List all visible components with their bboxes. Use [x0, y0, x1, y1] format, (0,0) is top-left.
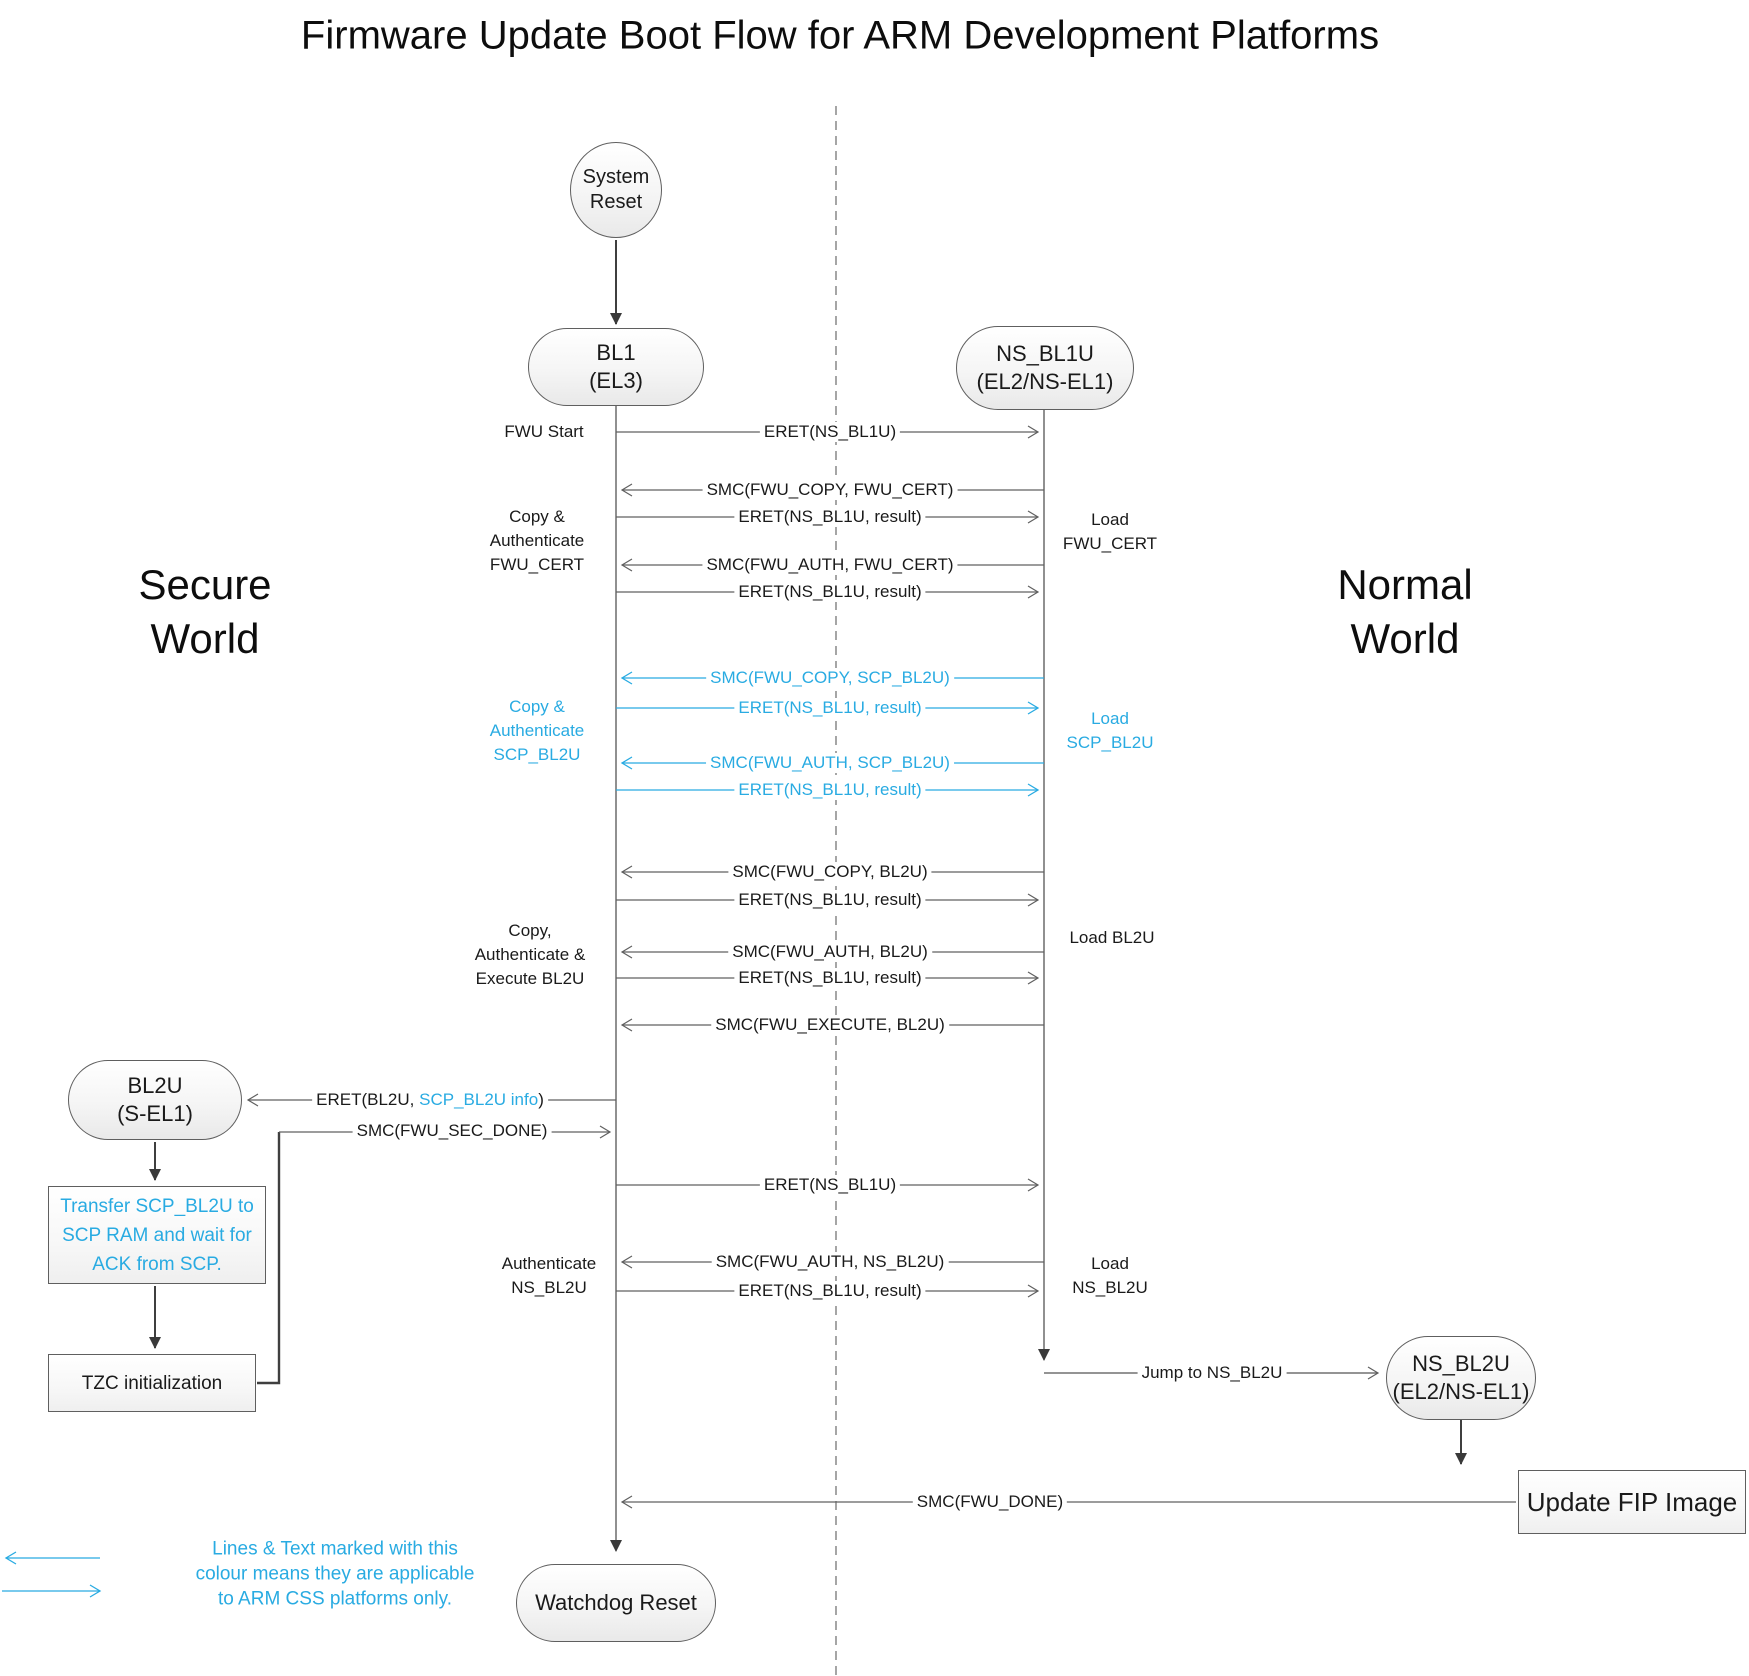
message-eret-result-4: ERET(NS_BL1U, result): [734, 968, 926, 988]
activity-load-scp-bl2u: Load SCP_BL2U: [1066, 709, 1154, 752]
message-eret-result-scp-2: ERET(NS_BL1U, result): [734, 780, 926, 800]
node-bl2u: BL2U (S-EL1): [68, 1060, 242, 1140]
watchdog-reset-label: Watchdog Reset: [535, 1590, 697, 1615]
message-smc-fwu-copy-scp-bl2u: SMC(FWU_COPY, SCP_BL2U): [706, 668, 954, 688]
elbow-tzc-to-sec-done: [257, 1132, 281, 1385]
legend-note: Lines & Text marked with this colour mea…: [195, 1538, 475, 1610]
message-smc-fwu-copy-bl2u: SMC(FWU_COPY, BL2U): [728, 862, 932, 882]
ns-bl2u-label: NS_BL2U (EL2/NS-EL1): [1392, 1351, 1530, 1404]
normal-world-label: Normal World: [1337, 561, 1473, 662]
secure-world-label: Secure World: [138, 561, 272, 662]
box-update-fip-image: Update FIP Image: [1518, 1470, 1746, 1534]
message-jump-to-ns-bl2u: Jump to NS_BL2U: [1137, 1363, 1287, 1383]
message-smc-fwu-auth-scp-bl2u: SMC(FWU_AUTH, SCP_BL2U): [706, 753, 954, 773]
message-eret-result-5: ERET(NS_BL1U, result): [734, 1281, 926, 1301]
message-smc-fwu-copy-fwu-cert: SMC(FWU_COPY, FWU_CERT): [702, 480, 958, 500]
node-system-reset: System Reset: [570, 142, 662, 238]
box-tzc-initialization: TZC initialization: [48, 1354, 256, 1412]
message-smc-fwu-execute-bl2u: SMC(FWU_EXECUTE, BL2U): [711, 1015, 949, 1035]
message-smc-fwu-sec-done: SMC(FWU_SEC_DONE): [352, 1121, 552, 1141]
eret-bl2u-highlight: SCP_BL2U info: [419, 1090, 539, 1109]
message-smc-fwu-auth-fwu-cert: SMC(FWU_AUTH, FWU_CERT): [702, 555, 958, 575]
message-smc-fwu-auth-bl2u: SMC(FWU_AUTH, BL2U): [728, 942, 932, 962]
message-eret-result-3: ERET(NS_BL1U, result): [734, 890, 926, 910]
activity-load-bl2u: Load BL2U: [1069, 928, 1155, 947]
node-watchdog-reset: Watchdog Reset: [516, 1564, 716, 1642]
message-smc-fwu-done: SMC(FWU_DONE): [912, 1492, 1068, 1512]
node-ns-bl2u: NS_BL2U (EL2/NS-EL1): [1386, 1336, 1536, 1420]
activity-copy-auth-scp-bl2u: Copy & Authenticate SCP_BL2U: [489, 697, 585, 764]
message-eret-result-1: ERET(NS_BL1U, result): [734, 507, 926, 527]
message-eret-result-2: ERET(NS_BL1U, result): [734, 582, 926, 602]
message-eret-result-scp-1: ERET(NS_BL1U, result): [734, 698, 926, 718]
message-smc-fwu-auth-ns-bl2u: SMC(FWU_AUTH, NS_BL2U): [711, 1252, 949, 1272]
activity-fwu-start: FWU Start: [504, 422, 584, 441]
tzc-initialization-label: TZC initialization: [81, 1372, 223, 1394]
bl1-label: BL1 (EL3): [589, 340, 643, 393]
message-eret-ns-bl1u: ERET(NS_BL1U): [759, 422, 901, 442]
diagram-title: Firmware Update Boot Flow for ARM Develo…: [300, 13, 1380, 58]
system-reset-label: System Reset: [582, 166, 650, 213]
activity-auth-ns-bl2u: Authenticate NS_BL2U: [501, 1254, 597, 1297]
update-fip-image-label: Update FIP Image: [1526, 1486, 1738, 1517]
box-transfer-scp-bl2u: Transfer SCP_BL2U to SCP RAM and wait fo…: [48, 1186, 266, 1284]
activity-load-fwu-cert: Load FWU_CERT: [1062, 510, 1158, 553]
activity-load-ns-bl2u: Load NS_BL2U: [1072, 1254, 1148, 1297]
ns-bl1u-label: NS_BL1U (EL2/NS-EL1): [976, 341, 1114, 394]
message-eret-ns-bl1u-2: ERET(NS_BL1U): [759, 1175, 901, 1195]
eret-bl2u-prefix: ERET(BL2U,: [316, 1090, 420, 1109]
activity-copy-auth-fwu-cert: Copy & Authenticate FWU_CERT: [489, 507, 585, 574]
eret-bl2u-suffix: ): [538, 1090, 544, 1109]
transfer-scp-bl2u-label: Transfer SCP_BL2U to SCP RAM and wait fo…: [60, 1195, 254, 1275]
node-ns-bl1u: NS_BL1U (EL2/NS-EL1): [956, 326, 1134, 410]
message-eret-bl2u-scp-info: ERET(BL2U, SCP_BL2U info): [312, 1090, 548, 1110]
node-bl1: BL1 (EL3): [528, 328, 704, 406]
bl2u-label: BL2U (S-EL1): [117, 1073, 193, 1126]
activity-copy-auth-exec-bl2u: Copy, Authenticate & Execute BL2U: [474, 921, 586, 988]
